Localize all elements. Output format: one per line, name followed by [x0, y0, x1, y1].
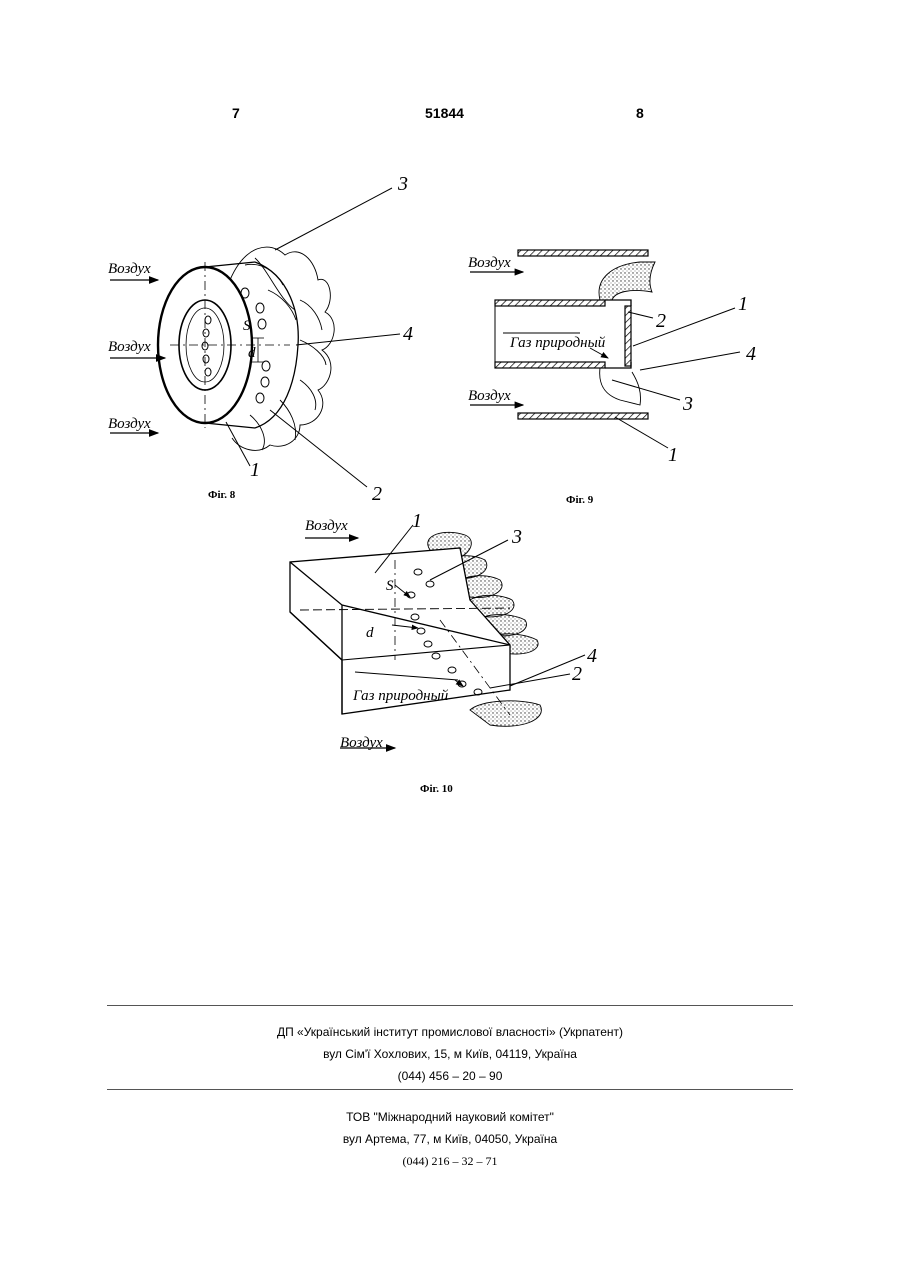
fig10-callout-1: 1 — [412, 510, 422, 532]
fig10-callout-2: 2 — [572, 663, 582, 685]
fig9-tube-end-wall — [625, 306, 631, 366]
fig9-gas-label: Газ природный — [509, 335, 606, 351]
fig10-gas-label: Газ природный — [352, 688, 449, 704]
fig8-dim-d: d — [248, 345, 256, 361]
publisher-name: ДП «Український інститут промислової вла… — [0, 1021, 900, 1043]
fig8-labels: Воздух Воздух Воздух 3 4 1 2 S d Фiг. 8 — [108, 173, 413, 505]
fig9-callout-4: 4 — [746, 343, 756, 365]
fig8-callout-1: 1 — [250, 459, 260, 481]
fig9-callout-2: 2 — [656, 310, 666, 332]
fig8-caption: Фiг. 8 — [208, 489, 236, 501]
fig9-callout-1-top: 1 — [738, 293, 748, 315]
fig9-callout-3: 3 — [682, 393, 693, 415]
fig9-air-label-bottom: Воздух — [468, 388, 511, 404]
fig10-callout-4: 4 — [587, 645, 597, 667]
publisher-phone: (044) 456 – 20 – 90 — [0, 1065, 900, 1087]
fig8-air-label-middle: Воздух — [108, 339, 151, 355]
fig9-tube-wall-top — [495, 300, 605, 306]
figure-10 — [290, 525, 585, 748]
fig10-air-label-top: Воздух — [305, 518, 348, 534]
fig9-caption: Фiг. 9 — [566, 494, 594, 506]
footer-divider-top — [107, 1005, 793, 1006]
fig8-callout-3: 3 — [397, 173, 408, 195]
printer-address: вул Артема, 77, м Київ, 04050, Україна — [0, 1128, 900, 1150]
fig8-callout-4: 4 — [403, 323, 413, 345]
fig9-callout-1-bottom: 1 — [668, 444, 678, 466]
fig9-air-label-top: Воздух — [468, 255, 511, 271]
printer-name: ТОВ "Міжнародний науковий комітет" — [0, 1106, 900, 1128]
fig9-tube-wall-bottom — [495, 362, 605, 368]
fig10-dim-d: d — [366, 625, 374, 641]
printer-info: ТОВ "Міжнародний науковий комітет" вул А… — [0, 1106, 900, 1172]
fig8-dim-s: S — [243, 318, 251, 334]
fig10-air-label-bottom: Воздух — [340, 735, 383, 751]
fig9-outer-wall-top — [518, 250, 648, 256]
publisher-info: ДП «Український інститут промислової вла… — [0, 1021, 900, 1087]
footer-divider-bottom — [107, 1089, 793, 1090]
fig9-outer-wall-bottom — [518, 413, 648, 419]
figure-8 — [110, 188, 400, 487]
fig8-inner-holes — [202, 316, 211, 376]
fig10-callout-3: 3 — [511, 526, 522, 548]
fig8-air-label-top: Воздух — [108, 261, 151, 277]
printer-phone: (044) 216 – 32 – 71 — [0, 1150, 900, 1172]
fig8-air-label-bottom: Воздух — [108, 416, 151, 432]
fig10-dim-s: S — [386, 578, 394, 594]
fig10-caption: Фiг. 10 — [420, 783, 453, 795]
publisher-address: вул Сім'ї Хохлових, 15, м Київ, 04119, У… — [0, 1043, 900, 1065]
fig8-callout-2: 2 — [372, 483, 382, 505]
